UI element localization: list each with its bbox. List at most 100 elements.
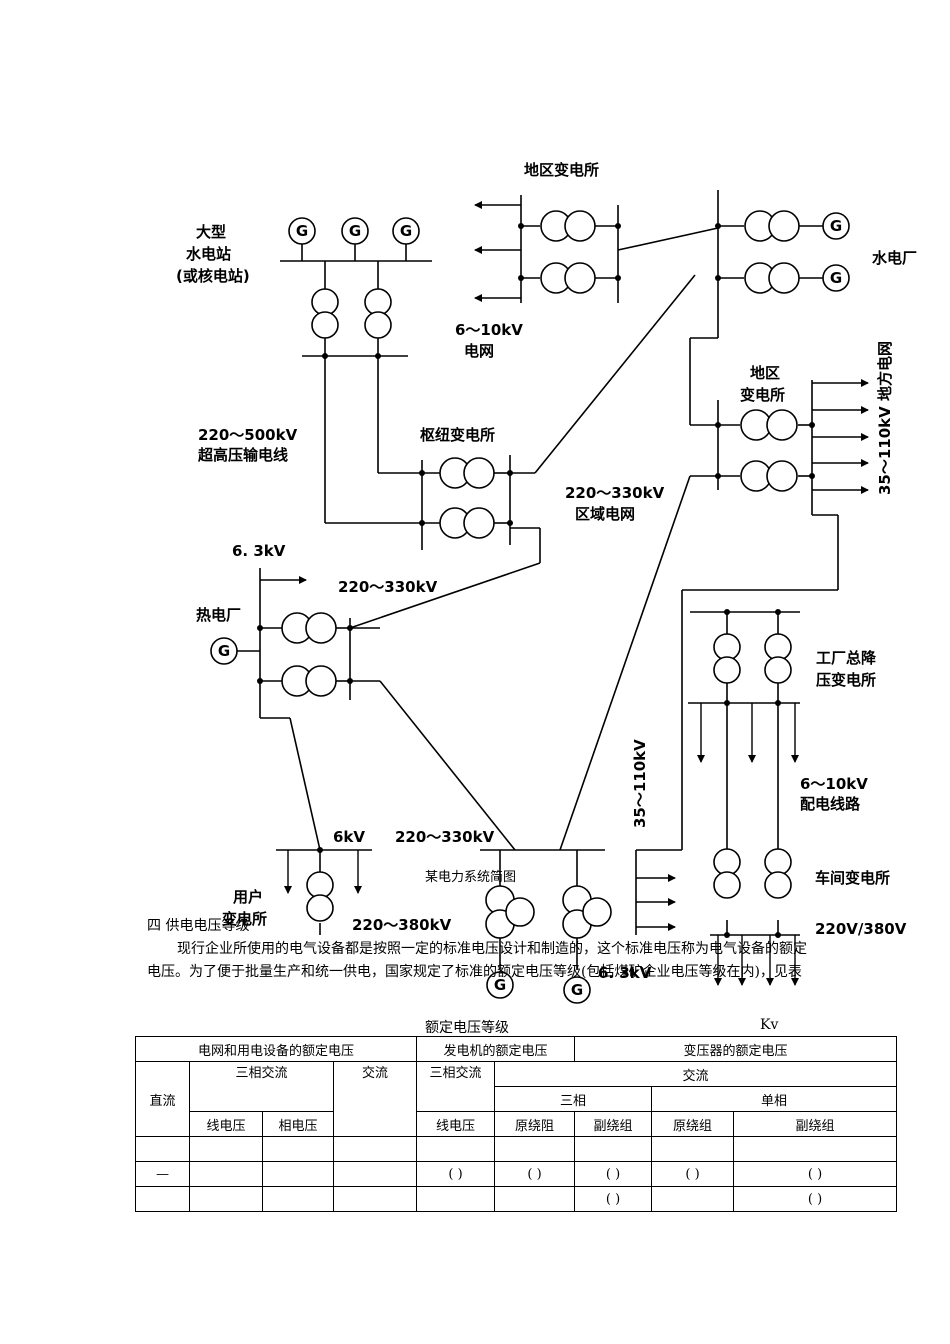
table-unit: Kv — [760, 1017, 779, 1033]
table-header-cell: 发电机的额定电压 — [416, 1036, 576, 1062]
label-220-380kv: 220～380kV — [352, 916, 452, 934]
label-grid-6-10kv-1: 6～10kV — [455, 321, 523, 339]
svg-text:G: G — [349, 222, 361, 240]
table-header-cell: 直流 — [135, 1061, 190, 1137]
table-cell — [135, 1136, 190, 1162]
label-ehv-line-2: 超高压输电线 — [197, 446, 288, 464]
label-large-station-2: 水电站 — [186, 245, 231, 263]
label-6kv: 6kV — [333, 828, 365, 846]
svg-text:G: G — [571, 981, 583, 999]
table-header-cell: 副绕组 — [733, 1111, 898, 1137]
svg-text:G: G — [830, 269, 842, 287]
generator-icon: G — [563, 976, 591, 1004]
label-ehv-line-1: 220～500kV — [198, 426, 298, 444]
table-header-cell: 线电压 — [416, 1111, 496, 1137]
label-regional-substation-top: 地区变电所 — [524, 161, 599, 179]
label-220-330kv-b: 220～330kV — [395, 828, 495, 846]
label-6-3kv-bottom: 6. 3kV — [598, 964, 652, 982]
label-large-station-1: 大型 — [196, 223, 226, 241]
table-cell: ( ) — [733, 1186, 898, 1212]
table-row: ( ) ( ) — [135, 1186, 898, 1212]
label-factory-substation-2: 压变电所 — [816, 671, 876, 689]
generator-symbols: G G G G G G G G — [210, 212, 850, 1004]
table-cell: ( ) — [651, 1161, 735, 1187]
label-local-grid: 35～110kV 地方电网 — [876, 341, 894, 495]
label-220v-380v: 220V/380V — [815, 920, 907, 938]
table-cell — [416, 1186, 496, 1212]
table-cell: ( ) — [733, 1161, 898, 1187]
table-cell — [416, 1136, 496, 1162]
table-header-cell: 原绕阻 — [494, 1111, 576, 1137]
table-header-cell: 线电压 — [189, 1111, 263, 1137]
table-cell — [262, 1161, 334, 1187]
table-header-cell: 变压器的额定电压 — [574, 1036, 898, 1062]
label-workshop-substation: 车间变电所 — [815, 869, 890, 887]
table-cell — [332, 1186, 418, 1212]
label-large-station-3: (或核电站) — [176, 267, 250, 285]
label-grid-6-10kv-2: 电网 — [464, 342, 494, 360]
rated-voltage-table: 电网和用电设备的额定电压 发电机的额定电压 变压器的额定电压 直流 三相交流 交… — [134, 1036, 898, 1212]
generator-icon: G — [822, 264, 850, 292]
table-cell: ( ) — [416, 1161, 496, 1187]
label-220-330kv-a: 220～330kV — [338, 578, 438, 596]
label-regional-substation-right-2: 变电所 — [740, 386, 785, 404]
table-cell — [189, 1161, 263, 1187]
generator-icon: G — [210, 637, 238, 665]
table-cell: ( ) — [574, 1186, 653, 1212]
label-regional-grid-1: 220～330kV — [565, 484, 665, 502]
table-cell — [262, 1136, 334, 1162]
diagram-caption: 某电力系统简图 — [425, 870, 517, 885]
table-cell — [332, 1136, 418, 1162]
table-cell — [262, 1186, 334, 1212]
svg-text:G: G — [218, 642, 230, 660]
label-distribution-line-2: 配电线路 — [800, 795, 861, 813]
table-cell: ( ) — [494, 1161, 576, 1187]
table-header-cell: 三相交流 — [416, 1061, 496, 1112]
table-cell: — — [135, 1161, 190, 1187]
table-header-cell: 相电压 — [262, 1111, 334, 1137]
svg-text:G: G — [830, 217, 842, 235]
table-cell — [494, 1186, 576, 1212]
table-cell — [574, 1136, 653, 1162]
table-header-cell: 三相 — [494, 1086, 653, 1112]
body-paragraph: 现行企业所使用的电气设备都是按照一定的标准电压设计和制造的，这个标准电压称为电气… — [147, 941, 807, 980]
table-title: 额定电压等级 — [425, 1020, 509, 1036]
label-6-3kv: 6. 3kV — [232, 542, 286, 560]
section-title: 四 供电电压等级 — [147, 918, 250, 934]
generator-icon: G — [392, 217, 420, 245]
generator-icon: G — [288, 217, 316, 245]
generator-icon: G — [822, 212, 850, 240]
table-header-row: 直流 三相交流 交流 三相交流 交流 — [135, 1061, 898, 1137]
generator-icon: G — [486, 971, 514, 999]
table-cell — [332, 1161, 418, 1187]
table-header-cell: 交流 — [332, 1061, 418, 1137]
table-header-row: 三相 单相 — [136, 1086, 898, 1112]
table-header-cell: 三相交流 — [189, 1061, 334, 1112]
table-cell — [494, 1136, 576, 1162]
label-35-110kv-vertical: 35～110kV — [631, 739, 649, 828]
table-cell — [189, 1136, 263, 1162]
table-cell — [651, 1136, 735, 1162]
label-regional-grid-2: 区域电网 — [575, 505, 635, 523]
table-header-cell: 电网和用电设备的额定电压 — [134, 1036, 418, 1062]
label-user-substation-1: 用户 — [233, 888, 263, 906]
table-cell — [135, 1186, 190, 1212]
table-cell — [733, 1136, 898, 1162]
svg-text:G: G — [494, 976, 506, 994]
table-header-row: 线电压 相电压 线电压 原绕阻 副绕组 原绕组 副绕组 — [136, 1111, 898, 1137]
table-row: — ( ) ( ) ( ) ( ) ( ) — [135, 1161, 898, 1187]
table-header-cell: 副绕组 — [574, 1111, 653, 1137]
table-cell: ( ) — [574, 1161, 653, 1187]
table-header-row: 电网和用电设备的额定电压 发电机的额定电压 变压器的额定电压 — [134, 1036, 898, 1062]
svg-text:G: G — [400, 222, 412, 240]
label-distribution-line-1: 6～10kV — [800, 775, 868, 793]
label-user-substation-2: 变电所 — [222, 910, 267, 928]
label-regional-substation-right-1: 地区 — [750, 364, 780, 382]
table-row — [135, 1136, 898, 1162]
table-cell — [651, 1186, 735, 1212]
label-factory-substation-1: 工厂总降 — [816, 649, 877, 667]
svg-text:G: G — [296, 222, 308, 240]
table-header-cell: 原绕组 — [651, 1111, 735, 1137]
label-hub-substation: 枢纽变电所 — [420, 426, 495, 444]
